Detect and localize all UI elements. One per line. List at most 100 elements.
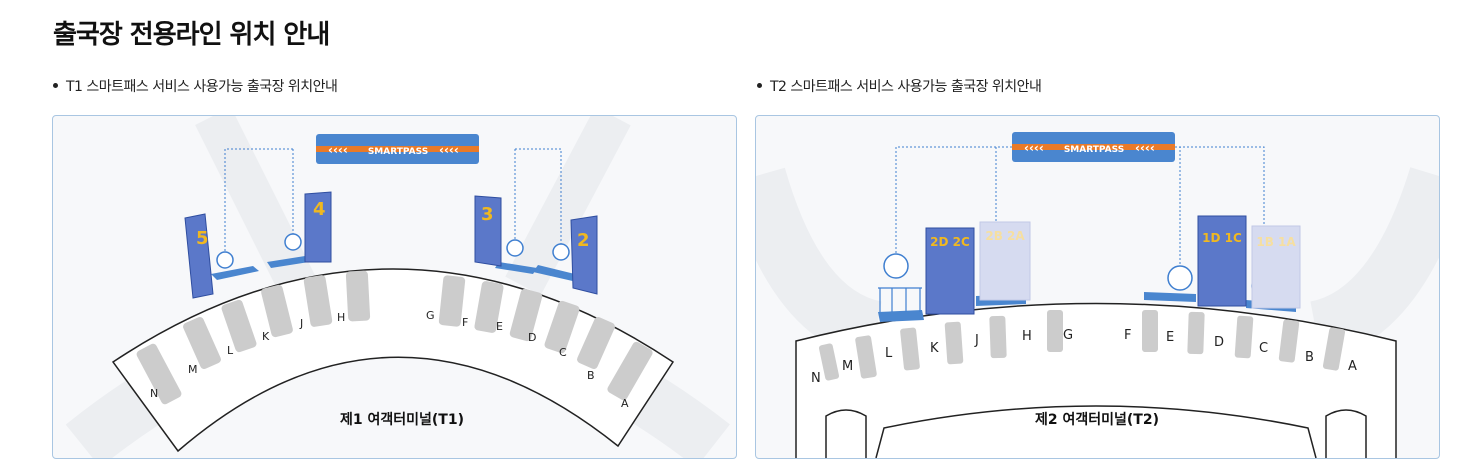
chevrons-left-icon: ‹‹‹‹ xyxy=(1024,141,1044,155)
gate-pillar-2b-2a xyxy=(979,221,1031,301)
bg-stroke xyxy=(505,116,631,296)
t1-terminal-label: 제1 여객터미널(T1) xyxy=(340,411,464,428)
counter-letter: A xyxy=(621,397,629,410)
gate-number: 5 xyxy=(196,228,209,249)
t1-gates: 5 4 3 2 xyxy=(184,191,598,299)
counter-letter: K xyxy=(930,341,939,356)
t2-counters xyxy=(818,310,1346,381)
counter-l xyxy=(900,327,920,371)
counter-m xyxy=(855,335,877,379)
counter-e xyxy=(509,288,543,342)
counter-g xyxy=(438,275,466,327)
counter-n xyxy=(818,343,840,381)
counter-letter: G xyxy=(426,309,435,322)
bullet xyxy=(757,82,762,88)
counter-letter: E xyxy=(496,320,503,333)
t1-map: ‹‹‹‹ ‹‹‹‹ SMARTPASS N M L K J H G F E xyxy=(52,115,737,459)
counter-l xyxy=(221,299,257,353)
t1-floor-mats xyxy=(211,256,583,282)
counter-letter: H xyxy=(337,311,345,324)
counter-e xyxy=(1187,311,1205,355)
gate-pillar-3 xyxy=(474,195,502,267)
counter-letter: J xyxy=(299,317,303,330)
banner-label: SMARTPASS xyxy=(368,147,428,157)
floor-mat xyxy=(495,262,537,274)
footprint-icon xyxy=(216,251,234,269)
gate-pillar-4 xyxy=(304,191,332,263)
chevrons-right-icon: ‹‹‹‹ xyxy=(439,143,459,157)
t2-map-drawing: ‹‹‹‹ ‹‹‹‹ SMARTPASS N M L K J H G F xyxy=(756,132,1439,458)
counter-letter: B xyxy=(1305,350,1314,365)
floor-mat xyxy=(211,266,259,280)
gate-label: 1B 1A xyxy=(1256,235,1296,249)
counter-k xyxy=(944,321,964,365)
bg-stroke xyxy=(195,116,321,305)
floor-mat xyxy=(267,256,309,268)
t2-inner-wall xyxy=(875,405,1317,458)
gate-number: 3 xyxy=(481,204,494,225)
bullet xyxy=(53,82,58,88)
gate-number: 4 xyxy=(313,199,326,220)
counter-letter: M xyxy=(188,363,198,376)
floor-mat xyxy=(878,310,924,322)
banner-stripe xyxy=(316,146,479,152)
floor-mat xyxy=(533,265,583,282)
counter-h xyxy=(345,270,371,322)
counter-n xyxy=(136,343,182,405)
counter-letter: A xyxy=(1348,359,1357,374)
gate-pillar-2d-2c xyxy=(925,227,975,315)
counter-d xyxy=(544,300,580,354)
counter-j xyxy=(303,275,333,327)
counter-d xyxy=(1234,315,1254,359)
counter-letter: D xyxy=(528,331,536,344)
counter-letter: G xyxy=(1063,328,1073,343)
t1-map-drawing: ‹‹‹‹ ‹‹‹‹ SMARTPASS N M L K J H G F E xyxy=(65,116,730,458)
counter-c xyxy=(577,316,615,370)
counter-c xyxy=(1278,319,1300,363)
connector-lines xyxy=(224,148,562,256)
counter-letter: C xyxy=(559,346,567,359)
t2-map: ‹‹‹‹ ‹‹‹‹ SMARTPASS N M L K J H G F xyxy=(755,115,1440,459)
gate-label: 1D 1C xyxy=(1202,231,1242,245)
t1-counters xyxy=(136,270,653,405)
gate-pillar-1b-1a xyxy=(1251,225,1301,309)
footprint-icon xyxy=(552,243,570,261)
gate-label: 2B 2A xyxy=(985,229,1025,243)
gate-rails xyxy=(878,287,922,312)
t1-counter-letters: N M L K J H G F E D C B A xyxy=(150,309,629,410)
footprint-icon xyxy=(506,239,524,257)
counter-b xyxy=(1322,327,1346,371)
banner-label: SMARTPASS xyxy=(1064,145,1124,155)
t2-heading-text: T2 스마트패스 서비스 사용가능 출국장 위치안내 xyxy=(770,79,1042,95)
counter-letter: K xyxy=(262,330,270,343)
counter-f xyxy=(474,281,504,333)
counter-letter: N xyxy=(150,387,158,400)
t1-heading-text: T1 스마트패스 서비스 사용가능 출국장 위치안내 xyxy=(66,79,338,95)
t2-inner-wall xyxy=(825,409,867,458)
counter-letter: L xyxy=(227,344,234,357)
counter-k xyxy=(261,284,293,338)
t2-heading: T2 스마트패스 서비스 사용가능 출국장 위치안내 xyxy=(757,76,1042,96)
connector-lines xyxy=(895,146,1265,276)
footprint-icon xyxy=(284,233,302,251)
floor-mat xyxy=(1144,292,1196,302)
t1-footprint-badges xyxy=(216,233,570,269)
smartpass-banner: ‹‹‹‹ ‹‹‹‹ SMARTPASS xyxy=(1012,132,1175,162)
t1-heading: T1 스마트패스 서비스 사용가능 출국장 위치안내 xyxy=(53,76,338,96)
t2-gates: 2D 2C 2B 2A 1D 1C 1B 1A xyxy=(925,215,1301,315)
counter-letter: L xyxy=(885,346,893,361)
counter-letter: F xyxy=(462,316,468,329)
t2-terminal-label: 제2 여객터미널(T2) xyxy=(1035,411,1159,428)
bg-arc xyxy=(1309,166,1439,361)
t2-building xyxy=(795,302,1397,458)
counter-letter: F xyxy=(1124,328,1131,343)
bg-arc xyxy=(756,167,883,361)
t2-counter-letters: N M L K J H G F E D C B A xyxy=(811,328,1357,386)
counter-letter: N xyxy=(811,371,821,386)
counter-letter: J xyxy=(974,333,979,348)
chevrons-left-icon: ‹‹‹‹ xyxy=(328,143,348,157)
counter-letter: H xyxy=(1022,329,1032,344)
footprint-icon xyxy=(1167,265,1193,291)
counter-j xyxy=(989,315,1007,359)
counter-letter: B xyxy=(587,369,595,382)
